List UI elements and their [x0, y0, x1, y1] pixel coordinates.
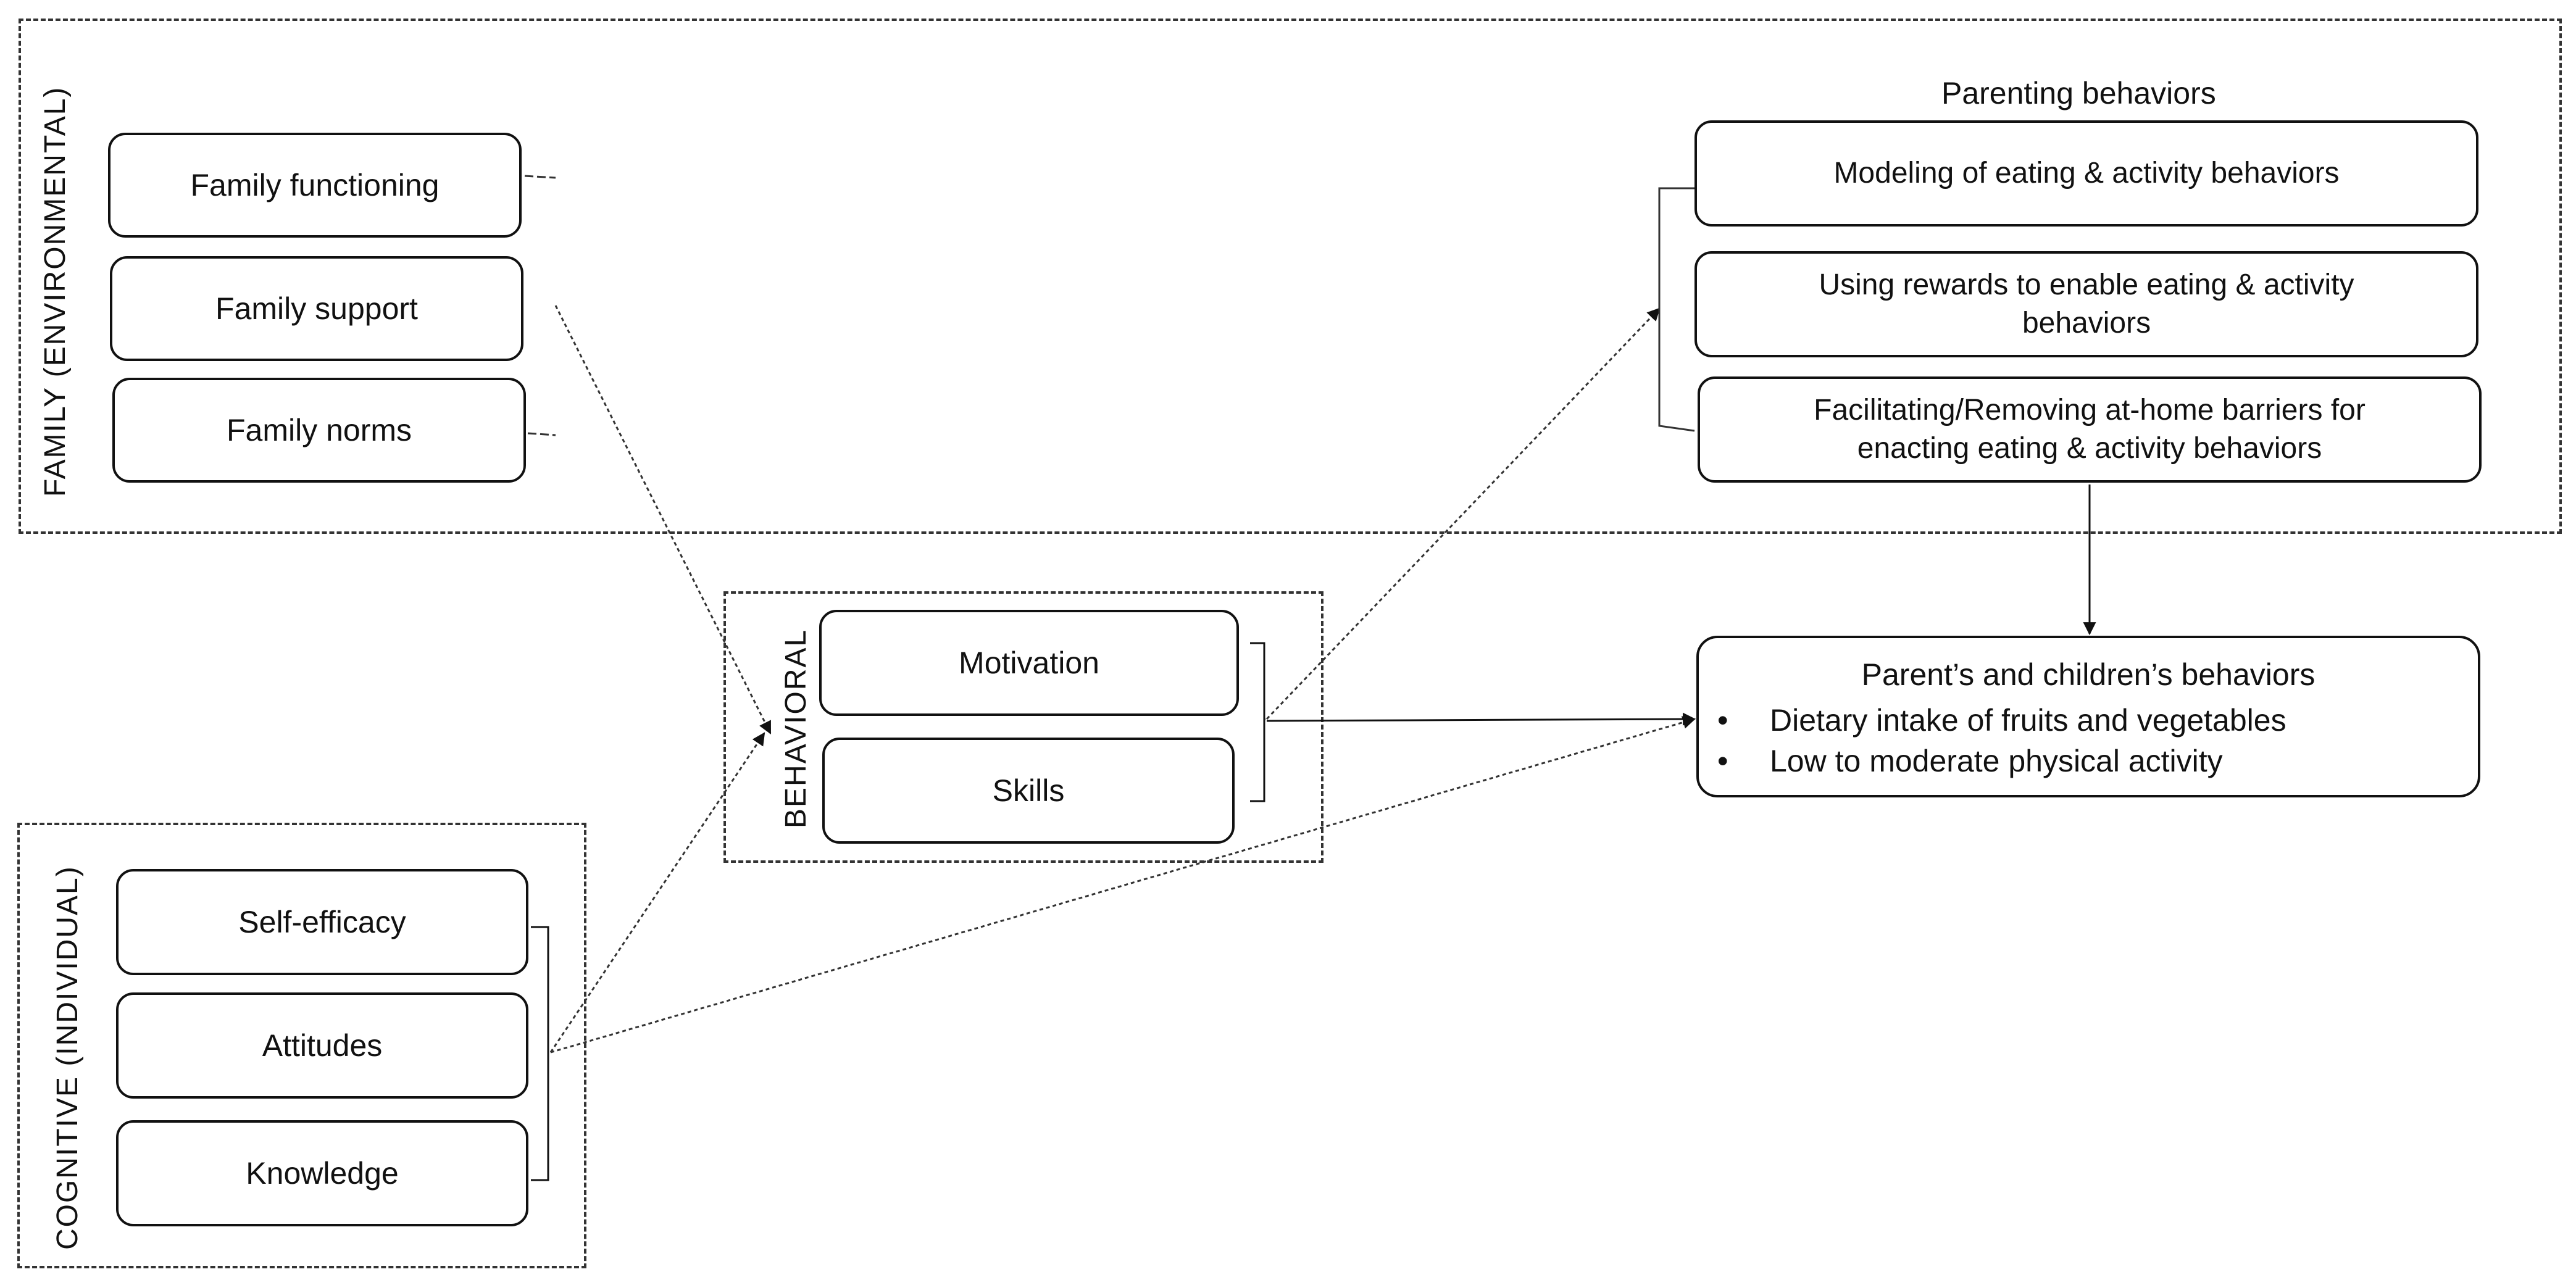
arrow-behavioral-to-outcome	[1266, 712, 1696, 726]
attitudes-box: Attitudes	[116, 992, 528, 1099]
skills-box: Skills	[822, 738, 1235, 844]
cognitive-group-label: COGNITIVE (INDIVIDUAL)	[51, 865, 84, 1250]
family-norms-box: Family norms	[112, 378, 526, 483]
behavioral-group-label: BEHAVIORAL	[780, 628, 812, 828]
parent-children-behaviors-box: Parent’s and children’s behaviors Dietar…	[1696, 636, 2480, 797]
barriers-box: Facilitating/Removing at-home barriers f…	[1698, 376, 2482, 483]
self-efficacy-box: Self-efficacy	[116, 869, 528, 975]
family-support-box: Family support	[110, 256, 523, 361]
parenting-behaviors-heading: Parenting behaviors	[1941, 76, 2216, 110]
outcome-item-diet: Dietary intake of fruits and vegetables	[1717, 700, 2286, 741]
knowledge-box: Knowledge	[116, 1120, 528, 1226]
outcome-list: Dietary intake of fruits and vegetables …	[1717, 700, 2286, 781]
outcome-item-activity: Low to moderate physical activity	[1717, 741, 2286, 781]
family-group-label: FAMILY (ENVIRONMENTAL)	[39, 86, 72, 497]
modeling-box: Modeling of eating & activity behaviors	[1694, 120, 2478, 227]
motivation-box: Motivation	[819, 610, 1239, 716]
family-functioning-box: Family functioning	[108, 133, 522, 238]
outcome-title: Parent’s and children’s behaviors	[1861, 657, 2315, 692]
rewards-box: Using rewards to enable eating & activit…	[1694, 251, 2478, 357]
